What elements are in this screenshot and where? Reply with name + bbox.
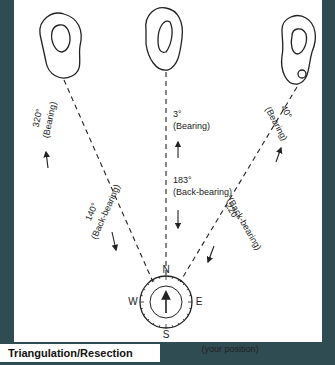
compass-tick	[183, 284, 184, 285]
arrow-down	[177, 210, 178, 228]
compass-tick	[166, 324, 167, 328]
compass-tick	[148, 319, 149, 320]
compass-needle	[165, 292, 167, 313]
compass-tick	[140, 302, 144, 303]
compass-tick	[141, 295, 143, 297]
compass-tick	[141, 308, 143, 310]
compass-tick	[172, 325, 174, 327]
hill-middle	[146, 8, 183, 70]
contour-right	[291, 29, 306, 54]
compass-tick	[189, 295, 191, 297]
compass-tick	[148, 284, 149, 285]
contour-middle	[158, 21, 172, 52]
sight-line-middle	[165, 72, 166, 278]
back-bearing-value: 183°	[173, 176, 192, 185]
sight-line-left	[64, 80, 153, 282]
arrow-down	[208, 246, 214, 262]
arrow-up	[276, 148, 281, 162]
bearing-value: 3°	[173, 110, 182, 119]
compass-tick	[189, 308, 191, 310]
compass-tick	[172, 277, 174, 279]
compass-tick	[153, 323, 154, 325]
compass-point: S	[163, 330, 170, 340]
compass-point: E	[196, 297, 203, 307]
compass-tick	[159, 277, 161, 279]
compass-symbol	[140, 276, 192, 328]
hill-right	[282, 16, 316, 85]
sight-line-right	[180, 87, 297, 282]
bearing-note: (Bearing)	[173, 122, 210, 131]
position-note: (your position)	[201, 345, 258, 354]
compass-tick	[178, 279, 179, 281]
back-bearing-note: (Back-bearing)	[173, 188, 232, 197]
hill-left	[40, 13, 81, 78]
compass-tick	[143, 289, 145, 290]
paper-panel	[14, 0, 322, 342]
landmarks	[40, 8, 316, 84]
summit-mark	[298, 70, 306, 78]
compass-tick	[166, 276, 167, 280]
sight-lines	[64, 72, 297, 282]
arrow-down	[112, 232, 116, 250]
compass-tick	[159, 325, 161, 327]
caption: Triangulation/Resection	[4, 346, 137, 360]
compass-point: W	[128, 297, 137, 307]
arrow-up	[177, 142, 178, 158]
caption-band	[0, 344, 160, 362]
compass-tick	[178, 323, 179, 325]
compass-tick	[143, 314, 145, 315]
compass-tick	[187, 314, 189, 315]
arrow-up	[46, 152, 48, 168]
compass-dial	[150, 286, 182, 318]
compass-ring	[140, 276, 192, 328]
compass-tick	[187, 289, 189, 290]
compass-point: N	[162, 265, 169, 275]
compass-tick	[188, 302, 192, 303]
contour-left	[52, 25, 70, 52]
compass-tick	[183, 319, 184, 320]
compass-tick	[153, 279, 154, 281]
direction-arrows	[46, 142, 281, 262]
